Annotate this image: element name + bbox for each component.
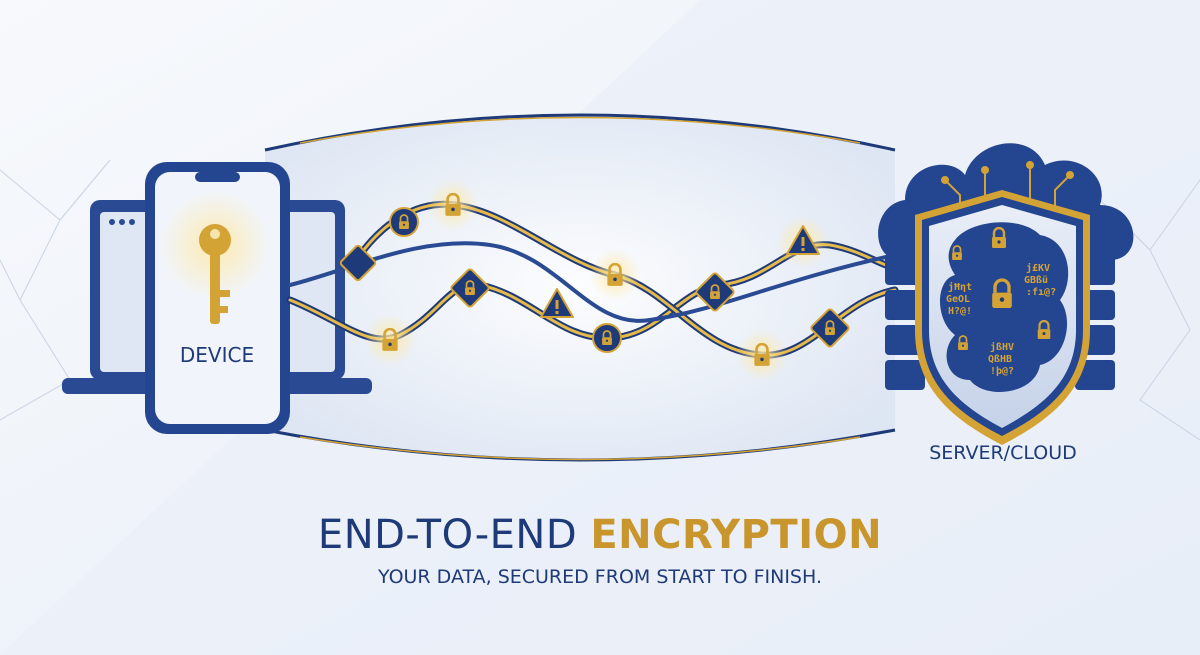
cipher-line: :fı@? [1026, 287, 1056, 298]
network-lines-left [0, 159, 111, 421]
page-title: END-TO-END ENCRYPTION [0, 512, 1200, 558]
cipher-line: H?@! [948, 306, 972, 317]
title-part-2: ENCRYPTION [590, 512, 883, 558]
cipher-line: jßHV [990, 341, 1014, 353]
lock-node [589, 249, 641, 301]
diamond-lock-node [810, 308, 850, 348]
tunnel-top-edge [264, 113, 896, 152]
server-label: SERVER/CLOUD [929, 442, 1077, 464]
diamond-lock-node [450, 268, 490, 308]
cipher-line: j£KV [1026, 262, 1050, 274]
title-part-1: END-TO-END [317, 512, 578, 558]
diamond-lock-node [695, 272, 735, 312]
cipher-line: GeOL [946, 294, 970, 305]
triangle-warning-node [777, 216, 829, 268]
cipher-line: !þ@? [990, 366, 1014, 377]
device-label: DEVICE [180, 343, 254, 367]
shield-icon [915, 190, 1090, 445]
lock-node [736, 329, 788, 381]
lock-nodes [339, 179, 850, 381]
diamond-lock-node [339, 244, 377, 282]
tunnel-gold-trim-top [299, 116, 861, 144]
encryption-tunnel [265, 115, 895, 460]
key-icon [199, 224, 231, 324]
cipher-line: GBßü [1024, 275, 1048, 286]
circle-lock-node [389, 207, 419, 237]
cipher-line: QßHB [988, 354, 1012, 365]
subtitle: YOUR DATA, SECURED FROM START TO FINISH. [378, 566, 822, 588]
blue-stream-3 [288, 241, 897, 323]
circle-lock-node [592, 323, 622, 353]
shield-cipher-text: jĦƞt GeOL H?@! j£KV GBßü :fı@? jßHV QßHB… [946, 262, 1056, 377]
triangle-warning-node [540, 288, 574, 318]
cipher-line: jĦƞt [948, 281, 972, 293]
lock-node [427, 179, 479, 231]
lock-node [364, 314, 416, 366]
tunnel-gold-trim-bottom [299, 436, 861, 461]
